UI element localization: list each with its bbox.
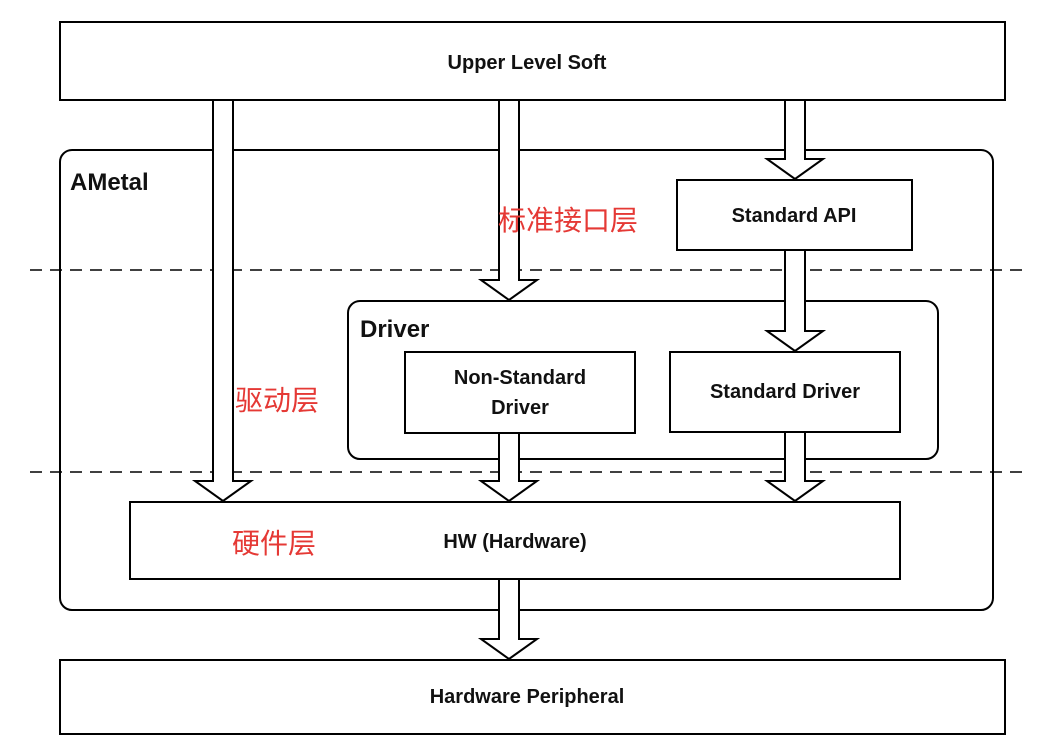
standard-driver-box (669, 351, 901, 433)
arrow-standard-api-to-standard-driver (763, 249, 827, 353)
ametal-label: AMetal (70, 169, 149, 196)
arrow-hw-to-peripheral (477, 578, 541, 661)
driver-group-container (347, 300, 939, 460)
hw-label: HW (Hardware) (443, 531, 586, 553)
driver-layer-annotation: 驱动层 (235, 384, 319, 417)
hardware-peripheral-box (59, 659, 1006, 735)
standard-driver-label: Standard Driver (710, 381, 860, 403)
non-standard-driver-box (404, 351, 636, 434)
arrow-standard-driver-to-hw (763, 431, 827, 503)
standard-interface-layer-annotation: 标准接口层 (498, 204, 638, 237)
upper-level-soft-label: Upper Level Soft (448, 52, 607, 74)
arrow-upper-to-hw-left (191, 99, 255, 503)
arrow-non-standard-driver-to-hw (477, 432, 541, 503)
standard-api-label: Standard API (732, 205, 857, 227)
non-standard-driver-label-line1: Non-Standard (454, 367, 586, 389)
hw-box (129, 501, 901, 580)
non-standard-driver-label-line2: Driver (491, 397, 549, 419)
hardware-peripheral-label: Hardware Peripheral (430, 686, 625, 708)
driver-group-label: Driver (360, 316, 429, 343)
arrow-upper-to-driver-mid (477, 99, 541, 302)
ametal-container (59, 149, 994, 611)
upper-level-soft-box (59, 21, 1006, 101)
flow-arrows (191, 99, 827, 661)
hardware-layer-annotation: 硬件层 (232, 527, 316, 560)
arrow-upper-to-standard-api (763, 99, 827, 181)
